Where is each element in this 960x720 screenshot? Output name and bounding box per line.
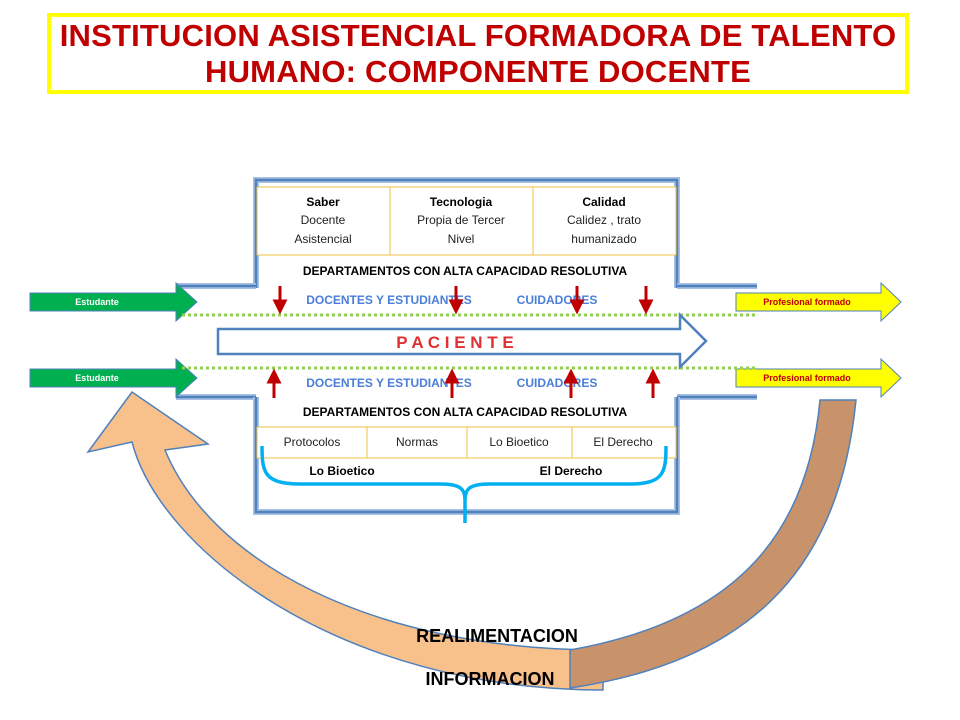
right-bottom-professional-label: Profesional formado xyxy=(763,373,851,383)
informacion-label: INFORMACION xyxy=(426,669,555,689)
cell-saber-title: Saber xyxy=(306,195,340,209)
brace-left-label: Lo Bioetico xyxy=(309,464,374,478)
cell-tecnologia-line1: Propia de Tercer xyxy=(417,213,505,227)
title-line-2: HUMANO: COMPONENTE DOCENTE xyxy=(205,53,751,89)
upper-docentes-label: DOCENTES Y ESTUDIANTES xyxy=(306,293,472,307)
cell-normas: Normas xyxy=(396,435,438,449)
brace xyxy=(260,445,668,523)
left-bottom-student-arrow xyxy=(29,357,198,399)
realimentacion-label: REALIMENTACION xyxy=(416,626,578,646)
cell-protocolos: Protocolos xyxy=(284,435,341,449)
right-top-professional-label: Profesional formado xyxy=(763,297,851,307)
cell-calidad-line2: humanizado xyxy=(571,232,637,246)
left-bottom-student-label: Estudante xyxy=(75,373,119,383)
paciente-arrow xyxy=(216,311,708,371)
down-arrows xyxy=(272,286,654,315)
upper-cuidadores-label: CUIDADORES xyxy=(517,293,598,307)
title-box: INSTITUCION ASISTENCIAL FORMADORA DE TAL… xyxy=(47,13,909,94)
bottom-department-label: DEPARTAMENTOS CON ALTA CAPACIDAD RESOLUT… xyxy=(303,405,628,419)
left-feedback-arrow xyxy=(86,390,604,691)
cell-lo-bioetico: Lo Bioetico xyxy=(489,435,549,449)
brace-right-label: El Derecho xyxy=(540,464,603,478)
lower-cuidadores-label: CUIDADORES xyxy=(517,376,598,390)
cell-saber-line1: Docente xyxy=(301,213,346,227)
right-top-professional-arrow xyxy=(735,281,902,323)
up-arrows xyxy=(266,368,661,398)
lower-docentes-label: DOCENTES Y ESTUDIANTES xyxy=(306,376,472,390)
right-bottom-professional-arrow xyxy=(735,357,902,399)
cell-saber-line2: Asistencial xyxy=(294,232,351,246)
cell-calidad-line1: Calidez , trato xyxy=(567,213,641,227)
cell-tecnologia-line2: Nivel xyxy=(448,232,475,246)
title-line-1: INSTITUCION ASISTENCIAL FORMADORA DE TAL… xyxy=(59,17,897,53)
right-feedback-arrow xyxy=(569,399,857,689)
cell-calidad-title: Calidad xyxy=(582,195,625,209)
bottom-cells: Protocolos Normas Lo Bioetico El Derecho xyxy=(256,426,677,459)
cell-tecnologia-title: Tecnologia xyxy=(430,195,493,209)
left-top-student-arrow xyxy=(29,281,198,323)
left-top-student-label: Estudante xyxy=(75,297,119,307)
top-department-label: DEPARTAMENTOS CON ALTA CAPACIDAD RESOLUT… xyxy=(303,264,628,278)
cell-el-derecho: El Derecho xyxy=(593,435,653,449)
top-cells: Saber Docente Asistencial Tecnologia Pro… xyxy=(256,186,677,256)
paciente-label: P A C I E N T E xyxy=(396,333,513,352)
